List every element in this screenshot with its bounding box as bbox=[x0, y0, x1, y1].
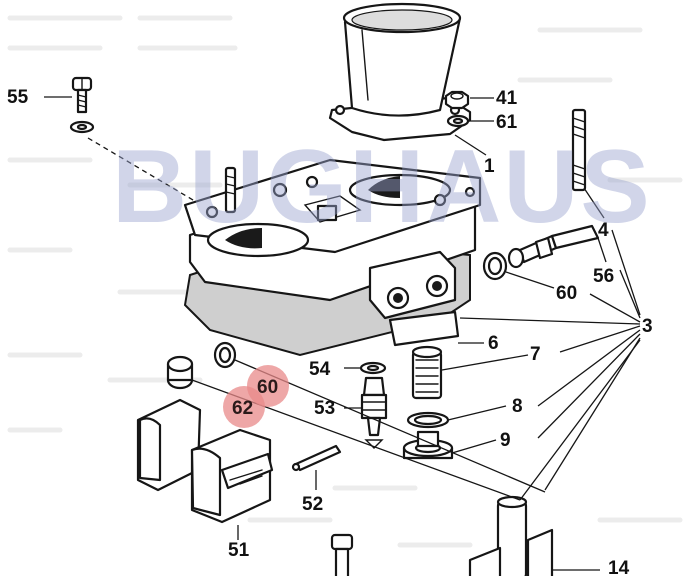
callout-51: 51 bbox=[228, 540, 250, 561]
callout-60-left: 60 bbox=[257, 377, 278, 398]
carburetor-body bbox=[183, 158, 482, 357]
plug-part-62 bbox=[166, 355, 194, 390]
callout-62: 62 bbox=[232, 398, 253, 419]
callout-9: 9 bbox=[500, 430, 511, 451]
screw-alignment-dashline bbox=[87, 137, 211, 211]
needle-valve-part-53 bbox=[360, 376, 388, 449]
plug-part-9 bbox=[402, 430, 454, 460]
callout-41: 41 bbox=[496, 88, 518, 109]
callout-53: 53 bbox=[314, 398, 335, 419]
pin-part-52 bbox=[291, 444, 342, 472]
nut-part-41 bbox=[444, 90, 470, 110]
leader-lines bbox=[44, 96, 641, 571]
callout-4: 4 bbox=[598, 220, 609, 241]
background-scan-texture bbox=[7, 15, 683, 548]
callout-52: 52 bbox=[302, 494, 323, 515]
callout-14: 14 bbox=[608, 558, 630, 576]
shaft-part-14 bbox=[468, 495, 554, 576]
screw-part-55 bbox=[69, 76, 95, 134]
callout-8: 8 bbox=[512, 396, 523, 417]
callout-54: 54 bbox=[309, 359, 331, 380]
callout-60-right: 60 bbox=[556, 283, 577, 304]
washer-part-61 bbox=[446, 114, 470, 128]
callout-55: 55 bbox=[7, 87, 29, 108]
filter-part-7 bbox=[411, 345, 443, 400]
bottom-bolt bbox=[330, 533, 354, 576]
o-ring-part-60-left bbox=[213, 341, 237, 369]
callout-6: 6 bbox=[488, 333, 499, 354]
callout-3: 3 bbox=[642, 316, 653, 337]
fuel-inlet-part-56 bbox=[507, 224, 600, 269]
highlight-circle-62 bbox=[223, 386, 265, 428]
stud-part-4 bbox=[571, 108, 587, 192]
callout-61: 61 bbox=[496, 112, 518, 133]
washer-part-54 bbox=[359, 361, 387, 375]
callout-56: 56 bbox=[593, 266, 614, 287]
callout-labels: 55 41 61 1 4 56 60 3 6 7 54 8 53 9 60 62… bbox=[7, 87, 653, 576]
float-part-51 bbox=[136, 398, 274, 524]
o-ring-part-60-right bbox=[482, 251, 508, 281]
watermark-text: BUGHAUS bbox=[112, 129, 652, 245]
callout-7: 7 bbox=[530, 344, 541, 365]
intake-trumpet-part-1 bbox=[328, 2, 472, 142]
gasket-part-8 bbox=[406, 411, 450, 429]
callout-1: 1 bbox=[484, 156, 495, 177]
